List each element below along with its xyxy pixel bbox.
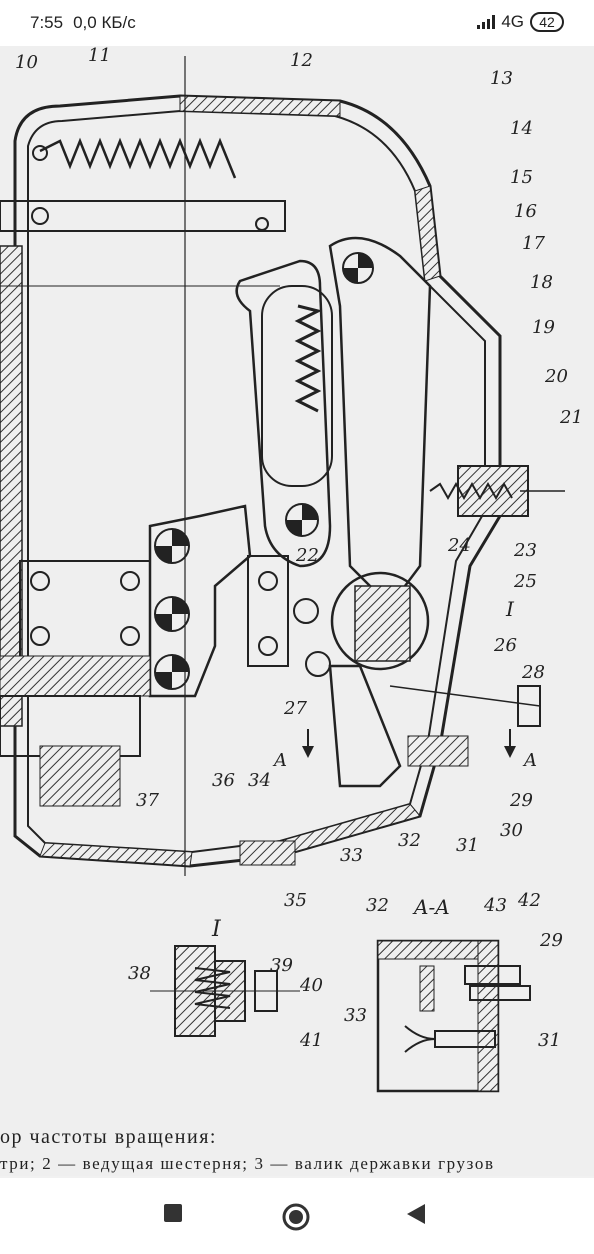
callout-24: 24 — [447, 535, 471, 556]
home-button[interactable] — [281, 1202, 311, 1232]
callout-13: 13 — [490, 68, 513, 89]
callout-19: 19 — [532, 317, 555, 338]
clock: 7:55 — [30, 13, 64, 32]
image-viewer[interactable]: 10 11 12 13 14 15 16 17 18 19 20 21 22 2… — [0, 46, 594, 1176]
status-left: 7:55 0,0 КБ/с — [30, 13, 136, 33]
callout-21: 21 — [559, 407, 583, 428]
callout-33b: 33 — [344, 1005, 367, 1026]
section-arrow-a-right: A — [522, 750, 537, 771]
callout-25: 25 — [513, 571, 537, 592]
callout-18: 18 — [530, 272, 553, 293]
signal-icon — [477, 15, 496, 29]
caption-line-1: ор частоты вращения: — [0, 1126, 217, 1148]
callout-14: 14 — [510, 118, 533, 139]
callout-10: 10 — [15, 52, 38, 73]
battery-icon: 42 — [530, 12, 564, 32]
status-bar: 7:55 0,0 КБ/с 4G 42 — [0, 0, 594, 46]
callout-17: 17 — [522, 233, 545, 254]
technical-drawing: 10 11 12 13 14 15 16 17 18 19 20 21 22 2… — [0, 46, 583, 1093]
callout-28: 28 — [521, 662, 545, 683]
recents-button[interactable] — [162, 1202, 192, 1232]
callout-26: 26 — [493, 635, 517, 656]
callout-labels: 10 11 12 13 14 15 16 17 18 19 20 21 22 2… — [15, 46, 583, 1051]
callout-41: 41 — [299, 1030, 323, 1051]
callout-30: 30 — [500, 820, 523, 841]
callout-38: 38 — [128, 963, 151, 984]
callout-42: 42 — [517, 890, 541, 911]
figure-caption: ор частоты вращения: три; 2 — ведущая ше… — [0, 1118, 594, 1176]
network-type: 4G — [501, 12, 524, 31]
callout-36: 36 — [212, 770, 235, 791]
detail-label-i: I — [211, 917, 222, 942]
callout-11: 11 — [88, 46, 111, 66]
callout-27: 27 — [283, 698, 307, 719]
callout-15: 15 — [510, 167, 533, 188]
callout-23: 23 — [513, 540, 537, 561]
back-button[interactable] — [403, 1202, 433, 1232]
callout-32b: 32 — [366, 895, 389, 916]
callout-16: 16 — [514, 201, 537, 222]
callout-29b: 29 — [539, 930, 563, 951]
callout-39: 39 — [270, 955, 293, 976]
section-arrow-a-left: A — [272, 750, 287, 771]
callout-31b: 31 — [538, 1030, 561, 1051]
triangle-icon — [407, 1204, 425, 1224]
circle-icon — [282, 1203, 310, 1231]
callout-29: 29 — [509, 790, 533, 811]
callout-34: 34 — [248, 770, 271, 791]
section-label-aa: A-A — [412, 895, 450, 919]
callout-31: 31 — [456, 835, 479, 856]
callout-37: 37 — [136, 790, 159, 811]
navigation-bar — [0, 1178, 594, 1254]
battery-level: 42 — [539, 14, 555, 30]
callout-33: 33 — [340, 845, 363, 866]
callout-43: 43 — [483, 895, 507, 916]
section-mark-i: I — [505, 597, 515, 621]
callout-35: 35 — [284, 890, 307, 911]
callout-20: 20 — [544, 366, 568, 387]
callout-40: 40 — [299, 975, 323, 996]
square-icon — [164, 1204, 182, 1222]
status-right: 4G 42 — [477, 12, 564, 32]
callout-32: 32 — [398, 830, 421, 851]
callout-22: 22 — [295, 545, 319, 566]
network-speed: 0,0 КБ/с — [73, 13, 136, 32]
caption-line-2: три; 2 — ведущая шестерня; 3 — валик дер… — [0, 1154, 495, 1173]
callout-12: 12 — [290, 50, 313, 71]
